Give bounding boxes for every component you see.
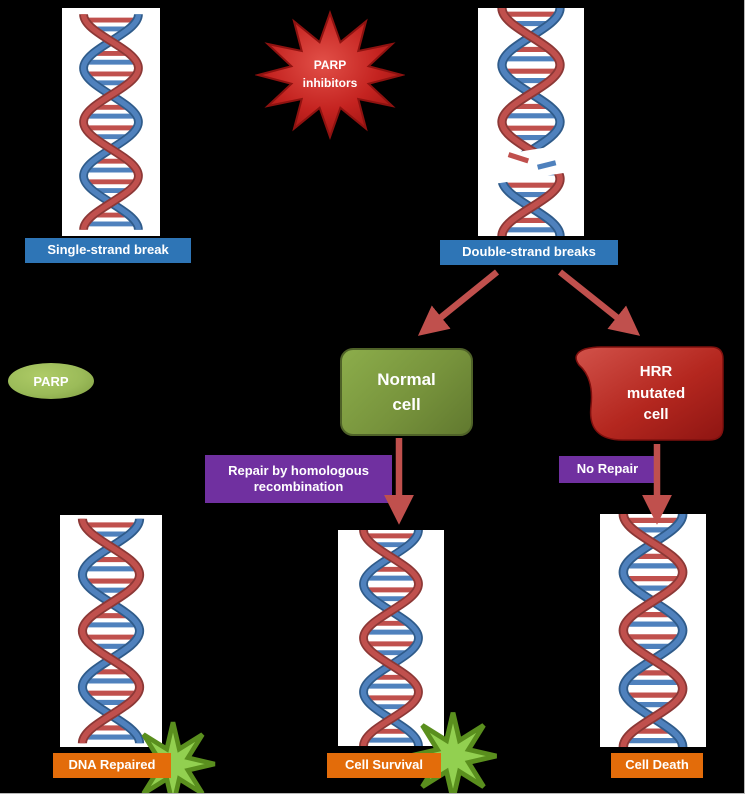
hrr-mutated-cell-node: HRR mutated cell xyxy=(573,345,725,442)
dna-helix-icon xyxy=(62,8,160,236)
starburst-icon xyxy=(255,10,405,140)
dna-repaired-image xyxy=(60,515,162,747)
normal-cell-node: Normal cell xyxy=(340,348,473,436)
dna-cell-death-image xyxy=(600,514,706,747)
no-repair-label: No Repair xyxy=(559,456,656,483)
wave-shape-icon xyxy=(575,346,724,441)
double-strand-breaks-label: Double-strand breaks xyxy=(440,240,618,265)
repair-by-homologous-recombination-label: Repair by homologous recombination xyxy=(205,455,392,503)
parp-ellipse: PARP xyxy=(8,363,94,399)
arrow-dsb-to-hrr-cell xyxy=(557,269,641,336)
single-strand-break-label: Single-strand break xyxy=(25,238,191,263)
hrr-mutated-cell-label: HRR mutated cell xyxy=(626,362,686,424)
dna-repaired-label: DNA Repaired xyxy=(53,753,171,778)
dna-helix-broken-icon xyxy=(478,8,584,236)
arrow-dsb-to-normal-cell xyxy=(417,269,500,336)
dna-cell-survival-image xyxy=(338,530,444,746)
dna-helix-icon xyxy=(600,514,706,747)
parp-inhibitors-label: PARP inhibitors xyxy=(302,58,358,90)
dna-single-strand-break-image xyxy=(62,8,160,236)
parp-label: PARP xyxy=(33,373,69,389)
cell-survival-label: Cell Survival xyxy=(327,753,441,778)
cell-death-label: Cell Death xyxy=(611,753,703,778)
parp-inhibitors-starburst: PARP inhibitors xyxy=(255,8,405,140)
dna-double-strand-break-image xyxy=(478,8,584,236)
